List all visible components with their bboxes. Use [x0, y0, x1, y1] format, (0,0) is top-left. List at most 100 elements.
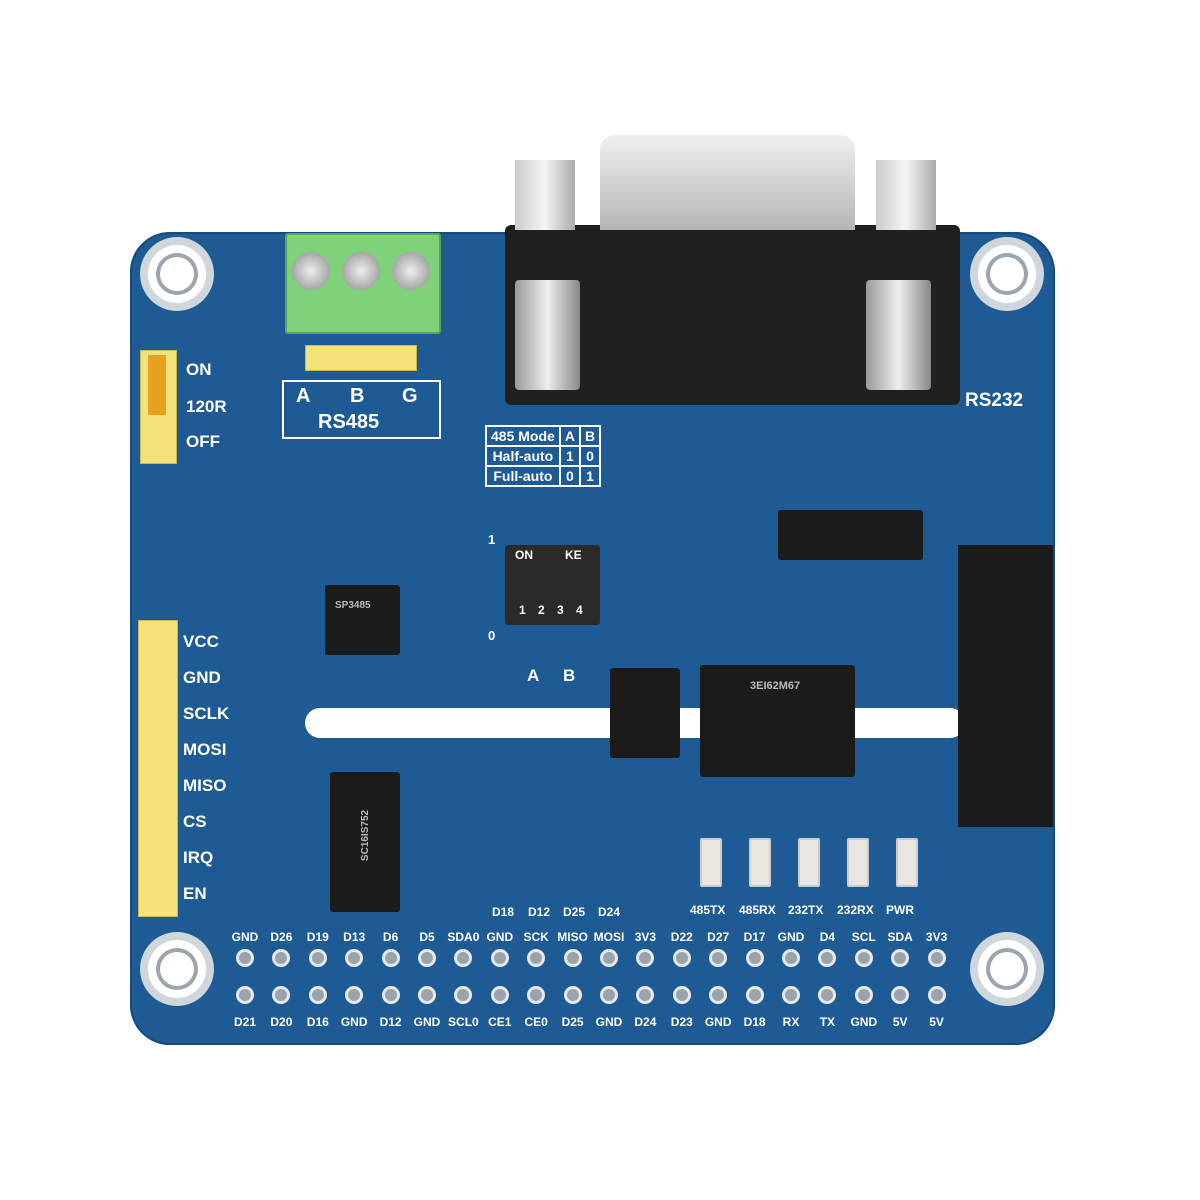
gpio-pin[interactable]	[490, 986, 509, 1004]
pin-label: D26	[270, 930, 293, 944]
gpio-pin[interactable]	[782, 986, 800, 1004]
gpio-pin[interactable]	[782, 949, 800, 967]
pin-label: D13	[343, 930, 366, 944]
gpio-pin[interactable]	[418, 986, 436, 1004]
gpio-pin[interactable]	[927, 986, 946, 1004]
gpio-pin[interactable]	[308, 949, 327, 967]
gpio-pin[interactable]	[272, 949, 291, 967]
pin-label: D17	[743, 930, 766, 944]
side-connector	[958, 545, 1053, 827]
mode-table-cell: Full-auto	[485, 465, 561, 487]
pin-label: D12	[379, 1015, 402, 1029]
jumper-label-120r: 120R	[186, 397, 227, 416]
status-led	[700, 838, 722, 887]
uart-chip	[330, 772, 400, 912]
gpio-pin[interactable]	[854, 949, 873, 967]
terminal-label-b: B	[350, 385, 365, 407]
mode-table-header: B	[578, 425, 602, 447]
db9-standoff	[876, 160, 936, 230]
status-led	[798, 838, 820, 887]
pin-label: D16	[306, 1015, 329, 1029]
gpio-pin[interactable]	[745, 986, 764, 1004]
gpio-pin[interactable]	[600, 949, 618, 967]
mode-table-cell: 0	[578, 445, 602, 467]
led-label: PWR	[886, 903, 914, 917]
pin-label: SCK	[523, 930, 549, 944]
gpio-pin[interactable]	[236, 949, 254, 967]
gpio-pin[interactable]	[891, 949, 910, 967]
terminal-screw[interactable]	[292, 252, 330, 290]
gpio-pin[interactable]	[563, 986, 582, 1004]
gpio-pin[interactable]	[345, 986, 364, 1004]
gpio-pin[interactable]	[490, 949, 509, 967]
terminal-screw[interactable]	[392, 252, 430, 290]
pin-label: GND	[231, 930, 259, 944]
jumper-label-on: ON	[186, 360, 212, 379]
gpio-pin[interactable]	[454, 986, 473, 1004]
dip-bottom-b: B	[563, 666, 576, 685]
spi-label-gnd: GND	[183, 668, 221, 687]
gpio-pin[interactable]	[345, 949, 364, 967]
gpio-pin[interactable]	[927, 949, 946, 967]
gpio-pin[interactable]	[381, 986, 400, 1004]
gpio-pin[interactable]	[527, 949, 546, 967]
dip-bottom-a: A	[527, 666, 540, 685]
dip-num: 4	[576, 603, 583, 617]
gpio-pin[interactable]	[418, 949, 436, 967]
gpio-pin[interactable]	[745, 949, 764, 967]
pin-label: D19	[306, 930, 329, 944]
rs485-label: RS485	[318, 411, 380, 433]
spi-label-mosi: MOSI	[183, 740, 227, 759]
gpio-pin[interactable]	[818, 949, 837, 967]
gpio-pin[interactable]	[600, 986, 618, 1004]
gpio-pin[interactable]	[636, 949, 655, 967]
terminal-label-a: A	[296, 385, 311, 407]
spi-pin-header[interactable]	[138, 620, 178, 917]
gpio-pin[interactable]	[818, 986, 837, 1004]
gpio-pin[interactable]	[709, 986, 728, 1004]
terminal-screw[interactable]	[342, 252, 380, 290]
gpio-pin[interactable]	[454, 949, 473, 967]
spi-label-en: EN	[183, 884, 207, 903]
led-label: 485RX	[739, 903, 776, 917]
mode-table-cell: Half-auto	[485, 445, 561, 467]
gpio-pin[interactable]	[709, 949, 728, 967]
gpio-pin[interactable]	[527, 986, 546, 1004]
dip-num: 2	[538, 603, 545, 617]
gpio-pin[interactable]	[636, 986, 655, 1004]
gpio-pin[interactable]	[308, 986, 327, 1004]
gpio-pin[interactable]	[272, 986, 291, 1004]
gpio-pin[interactable]	[563, 949, 582, 967]
mode-table-cell: 0	[558, 465, 581, 487]
led-label: 232RX	[837, 903, 874, 917]
db9-screw	[866, 280, 931, 390]
status-led	[847, 838, 869, 887]
dip-side-0: 0	[488, 628, 496, 643]
jumper-cap[interactable]	[148, 355, 166, 415]
gpio-pin[interactable]	[236, 986, 254, 1004]
mode-table-cell: 1	[578, 465, 602, 487]
pin-label: 3V3	[634, 930, 657, 944]
gpio-pin[interactable]	[672, 986, 691, 1004]
pin-label: D21	[233, 1015, 256, 1029]
pin-label: D6	[382, 930, 399, 944]
gpio-pin[interactable]	[672, 949, 691, 967]
pin-label: RX	[782, 1015, 800, 1029]
led-label: 232TX	[788, 903, 824, 917]
jumper-label-off: OFF	[186, 432, 220, 451]
pin-label: SCL0	[448, 1015, 479, 1029]
spi-label-cs: CS	[183, 812, 207, 831]
pin-label: MOSI	[593, 930, 625, 944]
rs485-transceiver-chip	[325, 585, 400, 655]
pin-label: CE1	[488, 1015, 512, 1029]
gpio-pin[interactable]	[381, 949, 400, 967]
pin-label: D27	[707, 930, 730, 944]
mode-table-cell: 1	[558, 445, 581, 467]
spi-label-sclk: SCLK	[183, 704, 230, 723]
gpio-pin[interactable]	[854, 986, 873, 1004]
pin-label: SDA0	[447, 930, 480, 944]
spi-label-miso: MISO	[183, 776, 227, 795]
gpio-pin[interactable]	[891, 986, 910, 1004]
dip-switch[interactable]	[505, 545, 600, 625]
